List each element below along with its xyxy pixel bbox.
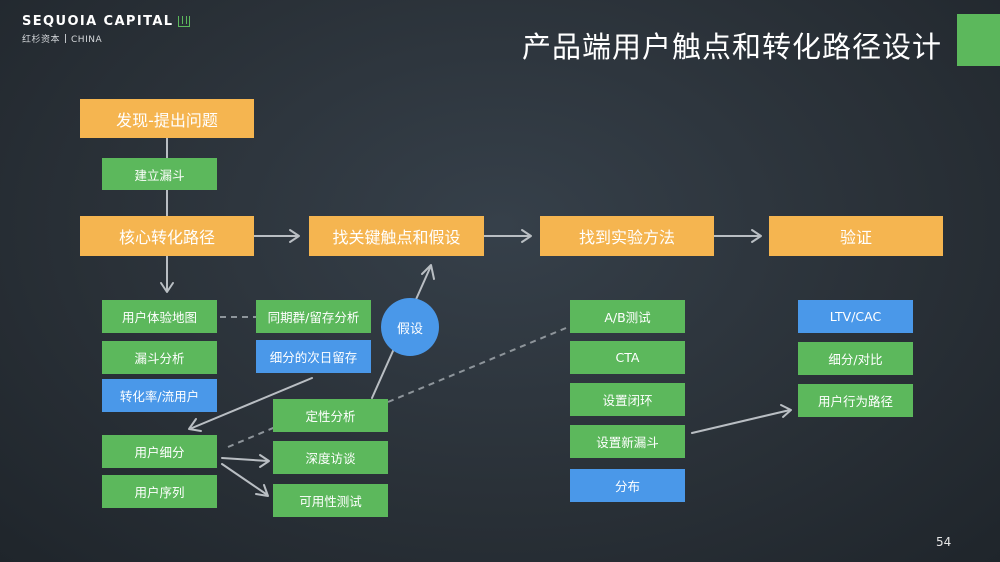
brand-sub: CHINA <box>71 35 103 45</box>
arrow-head-icon <box>255 484 269 497</box>
node-experience-map[interactable]: 用户体验地图 <box>102 300 217 333</box>
slide-title: 产品端用户触点和转化路径设计 <box>521 30 942 64</box>
brand-cn: 红杉资本 <box>22 35 61 45</box>
node-sequence[interactable]: 用户序列 <box>102 475 217 508</box>
arrow-head-icon <box>780 404 792 418</box>
step-verify[interactable]: 验证 <box>769 216 943 256</box>
step-experiment[interactable]: 找到实验方法 <box>540 216 714 256</box>
arrow-head-icon <box>188 418 202 432</box>
step-build-funnel[interactable]: 建立漏斗 <box>102 158 217 190</box>
connector-seg-interview <box>221 457 269 462</box>
node-new-funnel[interactable]: 设置新漏斗 <box>570 425 685 458</box>
page-number: 54 <box>936 535 952 549</box>
node-hypothesis[interactable]: 假设 <box>381 298 439 356</box>
node-ab-test[interactable]: A/B测试 <box>570 300 685 333</box>
accent-square <box>957 14 1000 66</box>
brand-name: SEQUOIA CAPITAL <box>22 14 174 29</box>
arrow-head-icon <box>521 229 532 243</box>
node-cta[interactable]: CTA <box>570 341 685 374</box>
step-touchpoints[interactable]: 找关键触点和假设 <box>309 216 484 256</box>
arrow-head-icon <box>259 454 270 468</box>
arrow-head-icon <box>751 229 762 243</box>
step-discover[interactable]: 发现-提出问题 <box>80 99 254 138</box>
node-next-day-retention[interactable]: 细分的次日留存 <box>256 340 371 373</box>
node-distribution[interactable]: 分布 <box>570 469 685 502</box>
sequoia-logo: SEQUOIA CAPITAL 红杉资本 CHINA <box>22 14 190 45</box>
node-conversion-rate[interactable]: 转化率/流用户 <box>102 379 217 412</box>
node-behavior-path[interactable]: 用户行为路径 <box>798 384 913 417</box>
arrow-head-icon <box>289 229 300 243</box>
step-core-path[interactable]: 核心转化路径 <box>80 216 254 256</box>
connector-newfunnel-behavior <box>691 409 791 434</box>
logo-subline: 红杉资本 CHINA <box>22 32 190 45</box>
logo-wordmark: SEQUOIA CAPITAL <box>22 14 190 29</box>
node-closed-loop[interactable]: 设置闭环 <box>570 383 685 416</box>
node-segmentation[interactable]: 用户细分 <box>102 435 217 468</box>
arrow-head-icon <box>160 282 174 293</box>
node-ltv-cac[interactable]: LTV/CAC <box>798 300 913 333</box>
connector-seg-usability <box>221 463 267 495</box>
node-segment-compare[interactable]: 细分/对比 <box>798 342 913 375</box>
connector-retention-segmentation <box>191 377 313 429</box>
node-usability[interactable]: 可用性测试 <box>273 484 388 517</box>
node-qualitative[interactable]: 定性分析 <box>273 399 388 432</box>
node-funnel-analysis[interactable]: 漏斗分析 <box>102 341 217 374</box>
sequoia-mark-icon <box>177 16 190 27</box>
arrow-head-icon <box>421 264 435 280</box>
node-interview[interactable]: 深度访谈 <box>273 441 388 474</box>
logo-divider <box>65 34 67 43</box>
node-cohort[interactable]: 同期群/留存分析 <box>256 300 371 333</box>
